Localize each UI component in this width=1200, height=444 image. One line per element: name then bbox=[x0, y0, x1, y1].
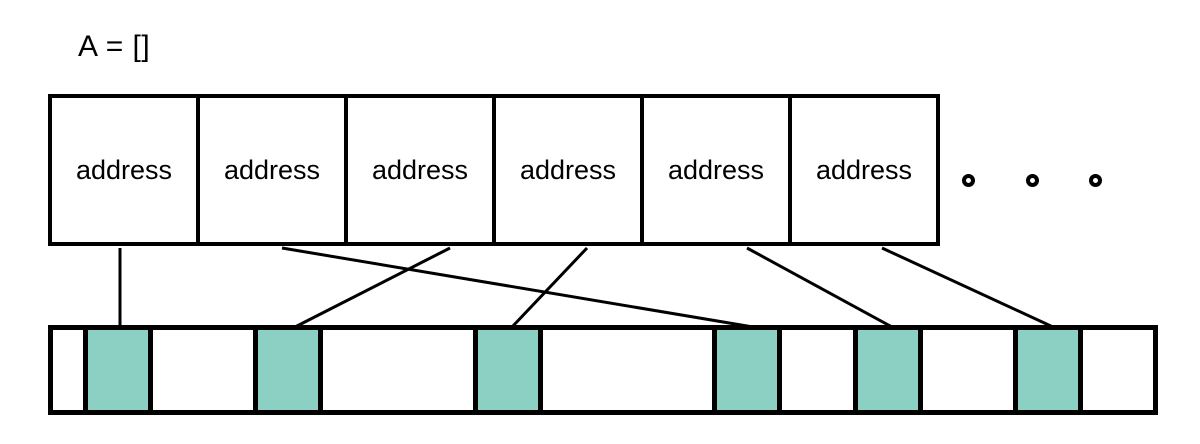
address-label: address bbox=[75, 154, 173, 185]
pointer-line bbox=[881, 246, 1054, 329]
address-label: address bbox=[371, 154, 469, 185]
address-label: address bbox=[223, 154, 321, 185]
pointer-line bbox=[281, 246, 754, 329]
memory-cell-free bbox=[53, 330, 88, 410]
memory-cell-free bbox=[543, 330, 717, 410]
address-label: address bbox=[519, 154, 617, 185]
memory-cell-free bbox=[782, 330, 858, 410]
memory-cell-free bbox=[323, 330, 478, 410]
ellipsis-dot-icon bbox=[1089, 173, 1102, 187]
pointer-array-cell: address bbox=[792, 98, 936, 242]
pointer-array: address address address address address … bbox=[48, 94, 940, 246]
pointer-line bbox=[746, 246, 893, 329]
memory-cell-allocated bbox=[88, 330, 153, 410]
memory-cell-free bbox=[923, 330, 1018, 410]
pointer-array-cell: address bbox=[644, 98, 792, 242]
array-variable-label: A = [] bbox=[78, 30, 151, 63]
pointer-array-cell: address bbox=[52, 98, 200, 242]
memory-cell-allocated bbox=[258, 330, 323, 410]
pointer-array-cell: address bbox=[348, 98, 496, 242]
memory-cell-free bbox=[153, 330, 258, 410]
ellipsis-dot-icon bbox=[962, 173, 975, 187]
ellipsis-icon bbox=[962, 160, 1102, 200]
memory-cell-free bbox=[1083, 330, 1153, 410]
ellipsis-dot-icon bbox=[1025, 173, 1039, 187]
address-label: address bbox=[815, 154, 913, 185]
pointer-array-cell: address bbox=[496, 98, 644, 242]
memory-cell-allocated bbox=[858, 330, 923, 410]
memory-cell-allocated bbox=[1018, 330, 1083, 410]
memory-strip bbox=[48, 325, 1158, 415]
memory-cell-allocated bbox=[717, 330, 782, 410]
pointer-line bbox=[510, 246, 589, 329]
pointer-array-cell: address bbox=[200, 98, 348, 242]
pointer-line bbox=[294, 246, 451, 329]
memory-cell-allocated bbox=[478, 330, 543, 410]
address-label: address bbox=[667, 154, 765, 185]
